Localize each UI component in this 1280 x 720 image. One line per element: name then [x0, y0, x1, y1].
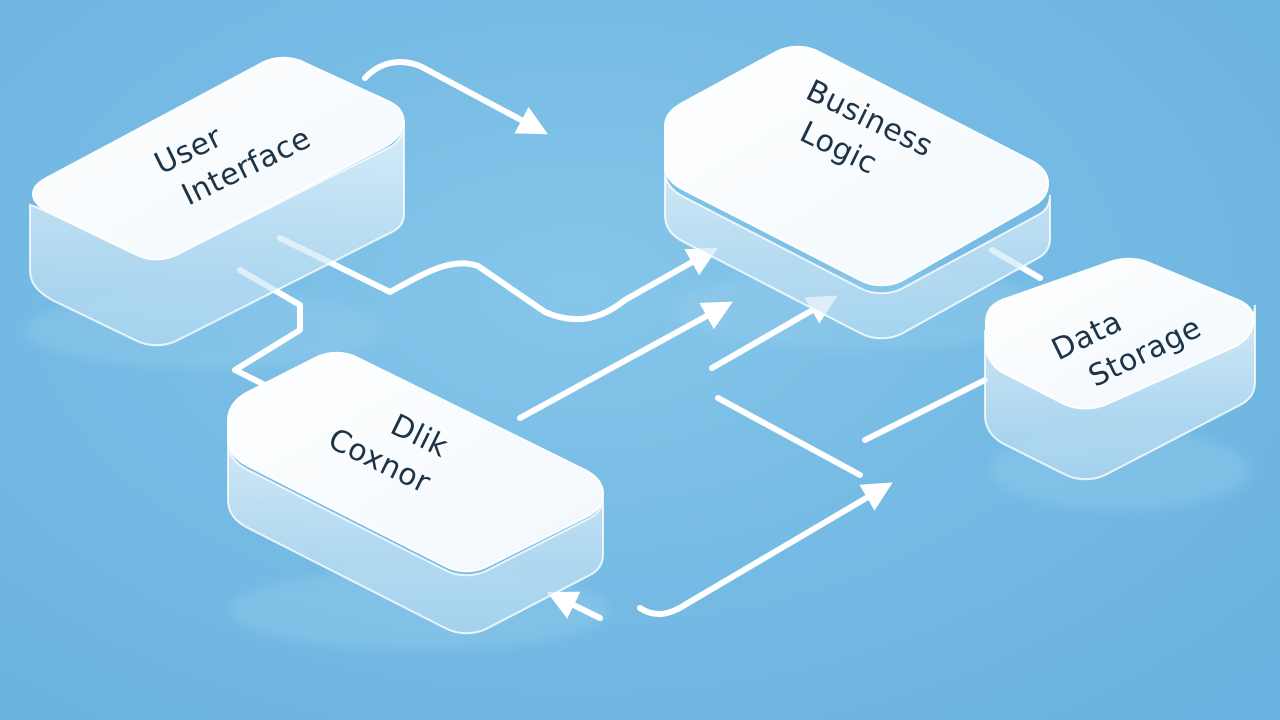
- arrow-mid-to-business: [709, 295, 838, 371]
- arrow-into-dlik: [546, 591, 603, 621]
- node-business-logic-side: [664, 140, 1051, 340]
- arrow-dlik-to-business: [517, 301, 733, 421]
- node-data-storage-top: [985, 257, 1255, 410]
- arrow-ui-to-business: [277, 235, 718, 323]
- arrow-bottom-to-right: [637, 482, 893, 617]
- node-dlik-coxnor-top: [227, 351, 605, 573]
- arrow-ui-to-top: [362, 59, 548, 135]
- line-mid-to-right: [715, 395, 863, 478]
- node-data-storage[interactable]: Data Storage: [984, 257, 1256, 481]
- node-dlik-coxnor[interactable]: Dlik Coxnor: [227, 351, 605, 635]
- connectors: [232, 59, 1043, 621]
- line-to-storage: [862, 377, 988, 443]
- node-user-interface[interactable]: User Interface: [29, 56, 405, 347]
- line-ui-to-dlik: [232, 267, 303, 388]
- node-business-logic[interactable]: Business Logic: [664, 45, 1051, 340]
- node-dlik-coxnor-side: [227, 420, 604, 635]
- node-user-interface-top: [31, 56, 405, 261]
- node-business-logic-top: [664, 45, 1050, 287]
